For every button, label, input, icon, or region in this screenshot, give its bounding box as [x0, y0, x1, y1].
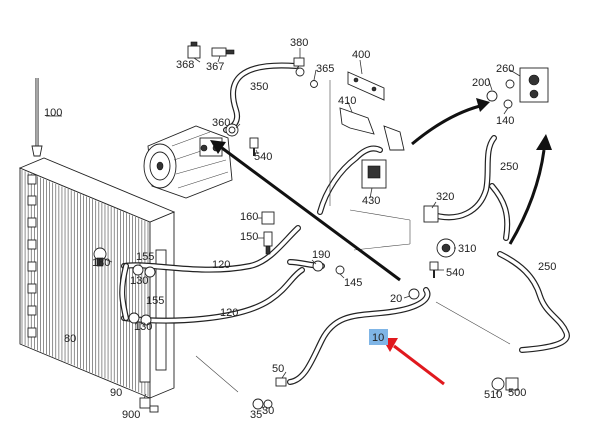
label-35[interactable]: 35	[250, 409, 262, 421]
label-80[interactable]: 80	[64, 333, 76, 345]
leader-lines	[46, 48, 521, 411]
label-190[interactable]: 190	[312, 249, 330, 261]
pipes	[119, 62, 570, 385]
label-30[interactable]: 30	[262, 405, 274, 417]
label-180[interactable]: 180	[92, 257, 110, 269]
label-120-lower[interactable]: 120	[220, 307, 238, 319]
label-50[interactable]: 50	[272, 363, 284, 375]
label-20[interactable]: 20	[390, 293, 402, 305]
label-90[interactable]: 90	[110, 387, 122, 399]
curved-arrow-to-valve	[411, 98, 490, 146]
label-140[interactable]: 140	[496, 115, 514, 127]
compressor	[143, 125, 233, 199]
label-310[interactable]: 310	[458, 243, 476, 255]
label-360[interactable]: 360	[212, 117, 230, 129]
label-100[interactable]: 100	[44, 107, 62, 119]
red-indicator-arrow	[382, 338, 445, 386]
label-120-upper[interactable]: 120	[212, 259, 230, 271]
condenser	[18, 157, 176, 399]
label-540-upper[interactable]: 540	[254, 151, 272, 163]
label-130-lower[interactable]: 130	[134, 321, 152, 333]
label-155-lower[interactable]: 155	[146, 295, 164, 307]
label-400[interactable]: 400	[352, 49, 370, 61]
label-900[interactable]: 900	[122, 409, 140, 421]
label-365[interactable]: 365	[316, 63, 334, 75]
part-labels: 10 20 30 35 50 80 90 100 120 120 130 130…	[44, 37, 556, 421]
label-130-upper[interactable]: 130	[130, 275, 148, 287]
label-155-upper[interactable]: 155	[136, 251, 154, 263]
label-10[interactable]: 10	[372, 332, 384, 344]
label-250-lower[interactable]: 250	[538, 261, 556, 273]
rod-100	[31, 78, 43, 157]
label-145[interactable]: 145	[344, 277, 362, 289]
label-160[interactable]: 160	[240, 211, 258, 223]
label-367[interactable]: 367	[206, 61, 224, 73]
label-260[interactable]: 260	[496, 63, 514, 75]
label-250-upper[interactable]: 250	[500, 161, 518, 173]
label-510[interactable]: 510	[484, 389, 502, 401]
label-368[interactable]: 368	[176, 59, 194, 71]
label-500[interactable]: 500	[508, 387, 526, 399]
label-380[interactable]: 380	[290, 37, 308, 49]
label-410[interactable]: 410	[338, 95, 356, 107]
black-arrow-to-compressor	[210, 140, 401, 282]
label-430[interactable]: 430	[362, 195, 380, 207]
label-150[interactable]: 150	[240, 231, 258, 243]
label-350[interactable]: 350	[250, 81, 268, 93]
highlight-box-10	[369, 329, 388, 345]
small-parts	[93, 41, 549, 413]
label-320[interactable]: 320	[436, 191, 454, 203]
label-540-lower[interactable]: 540	[446, 267, 464, 279]
curved-arrow-up-right	[508, 134, 552, 245]
label-200[interactable]: 200	[472, 77, 490, 89]
